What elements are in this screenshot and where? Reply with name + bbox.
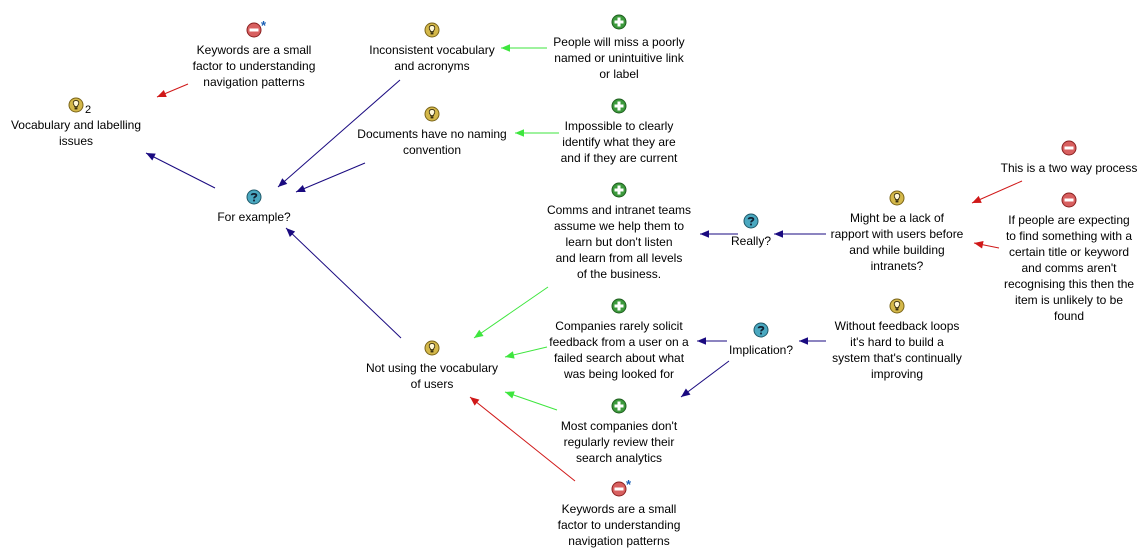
node-label: Might be a lack of rapport with users be…	[830, 211, 964, 273]
child-count: 2	[85, 104, 92, 116]
idea-icon[interactable]	[424, 22, 440, 38]
question-icon[interactable]	[743, 213, 759, 229]
node-label: Inconsistent vocabulary and acronyms	[369, 43, 495, 73]
node-companies[interactable]: Companies rarely solicit feedback from a…	[534, 298, 704, 382]
con-icon[interactable]	[1061, 192, 1077, 208]
arrowhead	[974, 241, 984, 249]
node-label: Most companies don't regularly review th…	[560, 419, 678, 465]
node-rapport[interactable]: Might be a lack of rapport with users be…	[812, 190, 982, 274]
arrowhead	[799, 337, 808, 345]
node-inconsistent[interactable]: Inconsistent vocabulary and acronyms	[347, 22, 517, 74]
node-keywords-bottom[interactable]: * Keywords are a small factor to understa…	[534, 478, 704, 549]
node-miss-link[interactable]: People will miss a poorly named or unint…	[534, 14, 704, 82]
link-comms-to-not-using	[473, 286, 549, 339]
node-label: Not using the vocabulary of users	[365, 361, 499, 391]
node-label: People will miss a poorly named or unint…	[553, 35, 685, 81]
arrowhead	[278, 178, 288, 187]
pro-icon[interactable]	[611, 14, 627, 30]
node-label: Comms and intranet teams assume we help …	[546, 203, 692, 281]
arrowhead	[474, 329, 484, 338]
arrowhead	[505, 391, 515, 399]
pro-icon[interactable]	[611, 298, 627, 314]
arrowhead	[286, 228, 296, 237]
node-impossible[interactable]: Impossible to clearly identify what they…	[534, 98, 704, 166]
link-implication-to-analytics	[680, 360, 730, 398]
arrowhead	[146, 153, 156, 161]
arrowhead	[774, 230, 783, 238]
arrowhead	[157, 90, 167, 98]
node-implication[interactable]: Implication?	[676, 322, 846, 358]
node-keywords-top[interactable]: * Keywords are a small factor to understa…	[169, 19, 339, 90]
node-expecting[interactable]: If people are expecting to find somethin…	[984, 192, 1143, 324]
node-label: For example?	[217, 210, 291, 224]
node-label: Without feedback loops it's hard to buil…	[832, 319, 962, 381]
link-keywords-bottom-to-not-using	[469, 396, 576, 482]
node-not-using[interactable]: Not using the vocabulary of users	[347, 340, 517, 392]
idea-icon[interactable]	[889, 298, 905, 314]
arrowhead	[505, 351, 515, 359]
pro-icon[interactable]	[611, 398, 627, 414]
arrowhead	[296, 185, 306, 193]
con-icon[interactable]: *	[246, 19, 266, 38]
node-two-way[interactable]: This is a two way process	[984, 140, 1143, 176]
arrowhead	[697, 337, 706, 345]
node-label: If people are expecting to find somethin…	[1003, 213, 1135, 323]
idea-icon[interactable]	[424, 340, 440, 356]
question-icon[interactable]	[753, 322, 769, 338]
node-label: Vocabulary and labelling issues	[10, 118, 142, 148]
marker-star: *	[261, 18, 267, 33]
arrowhead	[681, 388, 691, 397]
node-label: Companies rarely solicit feedback from a…	[549, 319, 689, 381]
node-label: Impossible to clearly identify what they…	[560, 119, 678, 165]
pro-icon[interactable]	[611, 98, 627, 114]
con-icon[interactable]: *	[611, 478, 631, 497]
link-not-using-to-for-example	[285, 227, 402, 339]
node-label: Implication?	[728, 343, 794, 357]
node-label: Keywords are a small factor to understan…	[192, 43, 316, 89]
node-feedback[interactable]: Without feedback loops it's hard to buil…	[812, 298, 982, 382]
node-label: Keywords are a small factor to understan…	[557, 502, 681, 548]
link-inconsistent-to-for-example	[277, 79, 401, 188]
marker-star: *	[626, 477, 632, 492]
node-label: This is a two way process	[1000, 161, 1138, 175]
arrowhead	[700, 230, 709, 238]
node-documents[interactable]: Documents have no naming convention	[347, 106, 517, 158]
con-icon[interactable]	[1061, 140, 1077, 156]
pro-icon[interactable]	[611, 182, 627, 198]
node-comms[interactable]: Comms and intranet teams assume we help …	[534, 182, 704, 282]
link-documents-to-for-example	[295, 162, 366, 193]
node-label: Documents have no naming convention	[357, 127, 507, 157]
link-analytics-to-not-using	[504, 391, 558, 411]
node-analytics[interactable]: Most companies don't regularly review th…	[534, 398, 704, 466]
link-for-example-to-vocab-issues	[145, 152, 216, 189]
arrowhead	[972, 195, 982, 203]
arrowhead	[470, 397, 480, 406]
arrowhead	[515, 129, 524, 137]
idea-icon[interactable]: 2	[68, 97, 91, 116]
arrowhead	[501, 44, 510, 52]
question-icon[interactable]	[246, 189, 262, 205]
link-two-way-to-rapport	[971, 180, 1023, 204]
idea-icon[interactable]	[424, 106, 440, 122]
node-really[interactable]: Really?	[666, 213, 836, 249]
idea-icon[interactable]	[889, 190, 905, 206]
node-for-example[interactable]: For example?	[169, 189, 339, 225]
node-label: Really?	[730, 234, 772, 248]
